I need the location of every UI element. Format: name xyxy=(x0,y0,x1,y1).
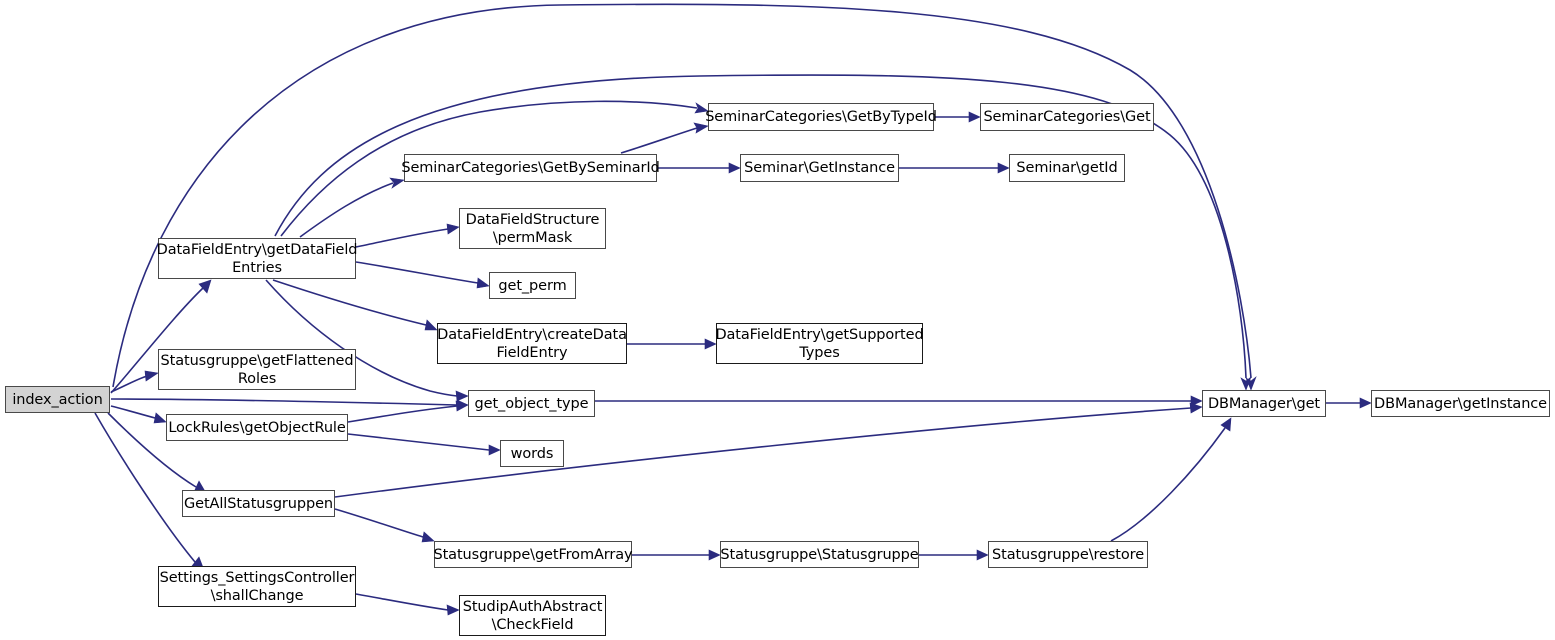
edge-getdatafieldentries-createdatafieldentry xyxy=(272,279,438,331)
edge-createdatafieldentry-getsupportedtypes xyxy=(627,338,717,350)
edge-restore-dbmanager-get xyxy=(1110,417,1232,542)
node-datafieldentry-getdatafieldentries[interactable]: DataFieldEntry\getDataField Entries xyxy=(157,238,357,279)
edge-get_object_type-dbmanager-get xyxy=(595,395,1203,407)
node-get-object-type[interactable]: get_object_type xyxy=(468,390,595,417)
edge-getdatafieldentries-getbytypeid xyxy=(280,100,709,237)
node-datafieldentry-getsupportedtypes[interactable]: DataFieldEntry\getSupported Types xyxy=(715,323,924,364)
edge-getdatafieldentries-get_perm xyxy=(355,261,490,289)
node-seminarcategories-get[interactable]: SeminarCategories\Get xyxy=(980,103,1154,131)
node-statusgruppe-getflattenedroles[interactable]: Statusgruppe\getFlattened Roles xyxy=(158,349,356,390)
edge-dbmanager-get-getinstance xyxy=(1326,397,1372,409)
node-settings-settingscontroller-shallchange[interactable]: Settings_SettingsController \shallChange xyxy=(158,566,356,607)
node-seminarcategories-getbyseminarid[interactable]: SeminarCategories\GetBySeminarId xyxy=(401,154,660,182)
node-seminar-getid[interactable]: Seminar\getId xyxy=(1009,154,1125,182)
edge-getobjectrule-get_object_type xyxy=(347,400,469,423)
edge-index_action-getdatafieldentries xyxy=(110,279,212,394)
node-statusgruppe-restore[interactable]: Statusgruppe\restore xyxy=(988,541,1148,568)
edge-getallstatusgruppen-getfromarray xyxy=(334,508,435,543)
edge-getbyseminarid-getbytypeid xyxy=(620,122,709,154)
node-seminar-getinstance[interactable]: Seminar\GetInstance xyxy=(740,154,899,182)
node-datafieldstructure-permmask[interactable]: DataFieldStructure \permMask xyxy=(459,208,606,249)
node-get-perm[interactable]: get_perm xyxy=(489,272,576,299)
node-dbmanager-get[interactable]: DBManager\get xyxy=(1202,390,1326,417)
edge-getallstatusgruppen-dbmanager-get xyxy=(334,402,1203,498)
edge-index_action-get_object_type xyxy=(110,398,469,411)
node-index-action[interactable]: index_action xyxy=(5,386,110,413)
edge-index_action-getflattenedroles xyxy=(110,370,159,393)
node-statusgruppe-statusgruppe[interactable]: Statusgruppe\Statusgruppe xyxy=(720,541,919,568)
edge-getinstance-getid xyxy=(899,162,1010,174)
node-dbmanager-getinstance[interactable]: DBManager\getInstance xyxy=(1371,390,1550,417)
node-getallstatusgruppen[interactable]: GetAllStatusgruppen xyxy=(182,490,335,517)
edge-getdatafieldentries-getbyseminarid xyxy=(299,177,405,238)
edge-getfromarray-statusgruppe xyxy=(632,549,721,561)
edge-index_action-dbmanager-get xyxy=(112,3,1257,391)
edge-statusgruppe-restore xyxy=(919,549,989,561)
edge-index_action-getobjectrule xyxy=(110,405,167,424)
edge-getobjectrule-words xyxy=(347,433,501,456)
node-seminarcategories-getbytypeid[interactable]: SeminarCategories\GetByTypeId xyxy=(705,103,937,131)
edge-getbytypeid-seminarcategories-get xyxy=(934,111,981,123)
node-datafieldentry-createdatafieldentry[interactable]: DataFieldEntry\createData FieldEntry xyxy=(437,323,627,364)
edge-getbyseminarid-getinstance xyxy=(657,162,741,174)
node-statusgruppe-getfromarray[interactable]: Statusgruppe\getFromArray xyxy=(433,541,633,568)
node-studipauthabstract-checkfield[interactable]: StudipAuthAbstract \CheckField xyxy=(459,595,606,636)
edge-getdatafieldentries-permmask xyxy=(355,223,460,248)
edge-getdatafieldentries-get_object_type xyxy=(265,279,469,402)
edge-shallchange-checkfield xyxy=(355,593,460,616)
edge-getdatafieldentries-dbmanager-get xyxy=(274,74,1252,391)
node-words[interactable]: words xyxy=(500,440,564,467)
node-lockrules-getobjectrule[interactable]: LockRules\getObjectRule xyxy=(166,414,348,441)
